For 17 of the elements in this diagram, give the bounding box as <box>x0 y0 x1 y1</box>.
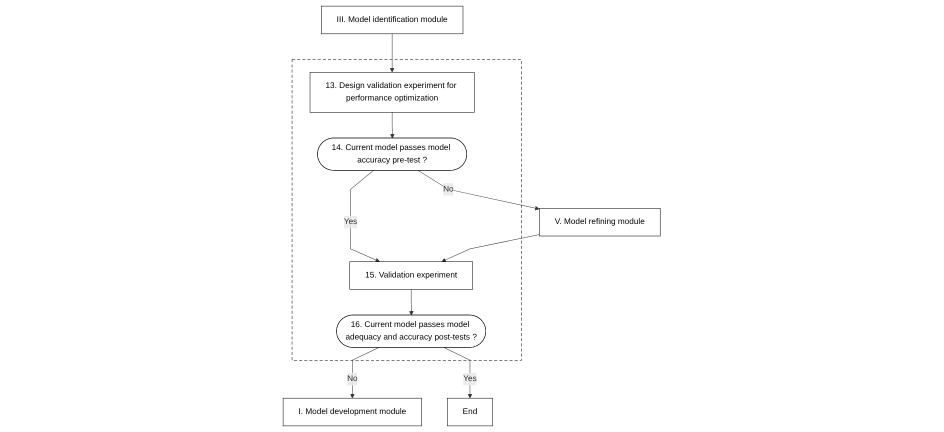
arrow <box>409 289 414 316</box>
arrow <box>418 170 540 210</box>
node-box: V. Model refining module <box>539 208 661 236</box>
node-box: 13. Design validation experiment for performance optimization <box>310 72 475 113</box>
edge-label: No <box>443 184 454 194</box>
node-box: End <box>447 398 494 426</box>
arrow <box>350 170 380 262</box>
edge-label: Yes <box>344 218 358 226</box>
cluster <box>292 59 522 360</box>
arrow <box>390 34 395 73</box>
edge-label: No <box>347 374 358 384</box>
arrow <box>442 234 540 262</box>
node-box: 15. Validation experiment <box>350 261 474 290</box>
node-box: III. Model identification module <box>321 6 464 34</box>
node-box: I. Model development module <box>283 398 422 426</box>
arrow <box>390 112 395 138</box>
edge-label: Yes <box>464 374 478 384</box>
